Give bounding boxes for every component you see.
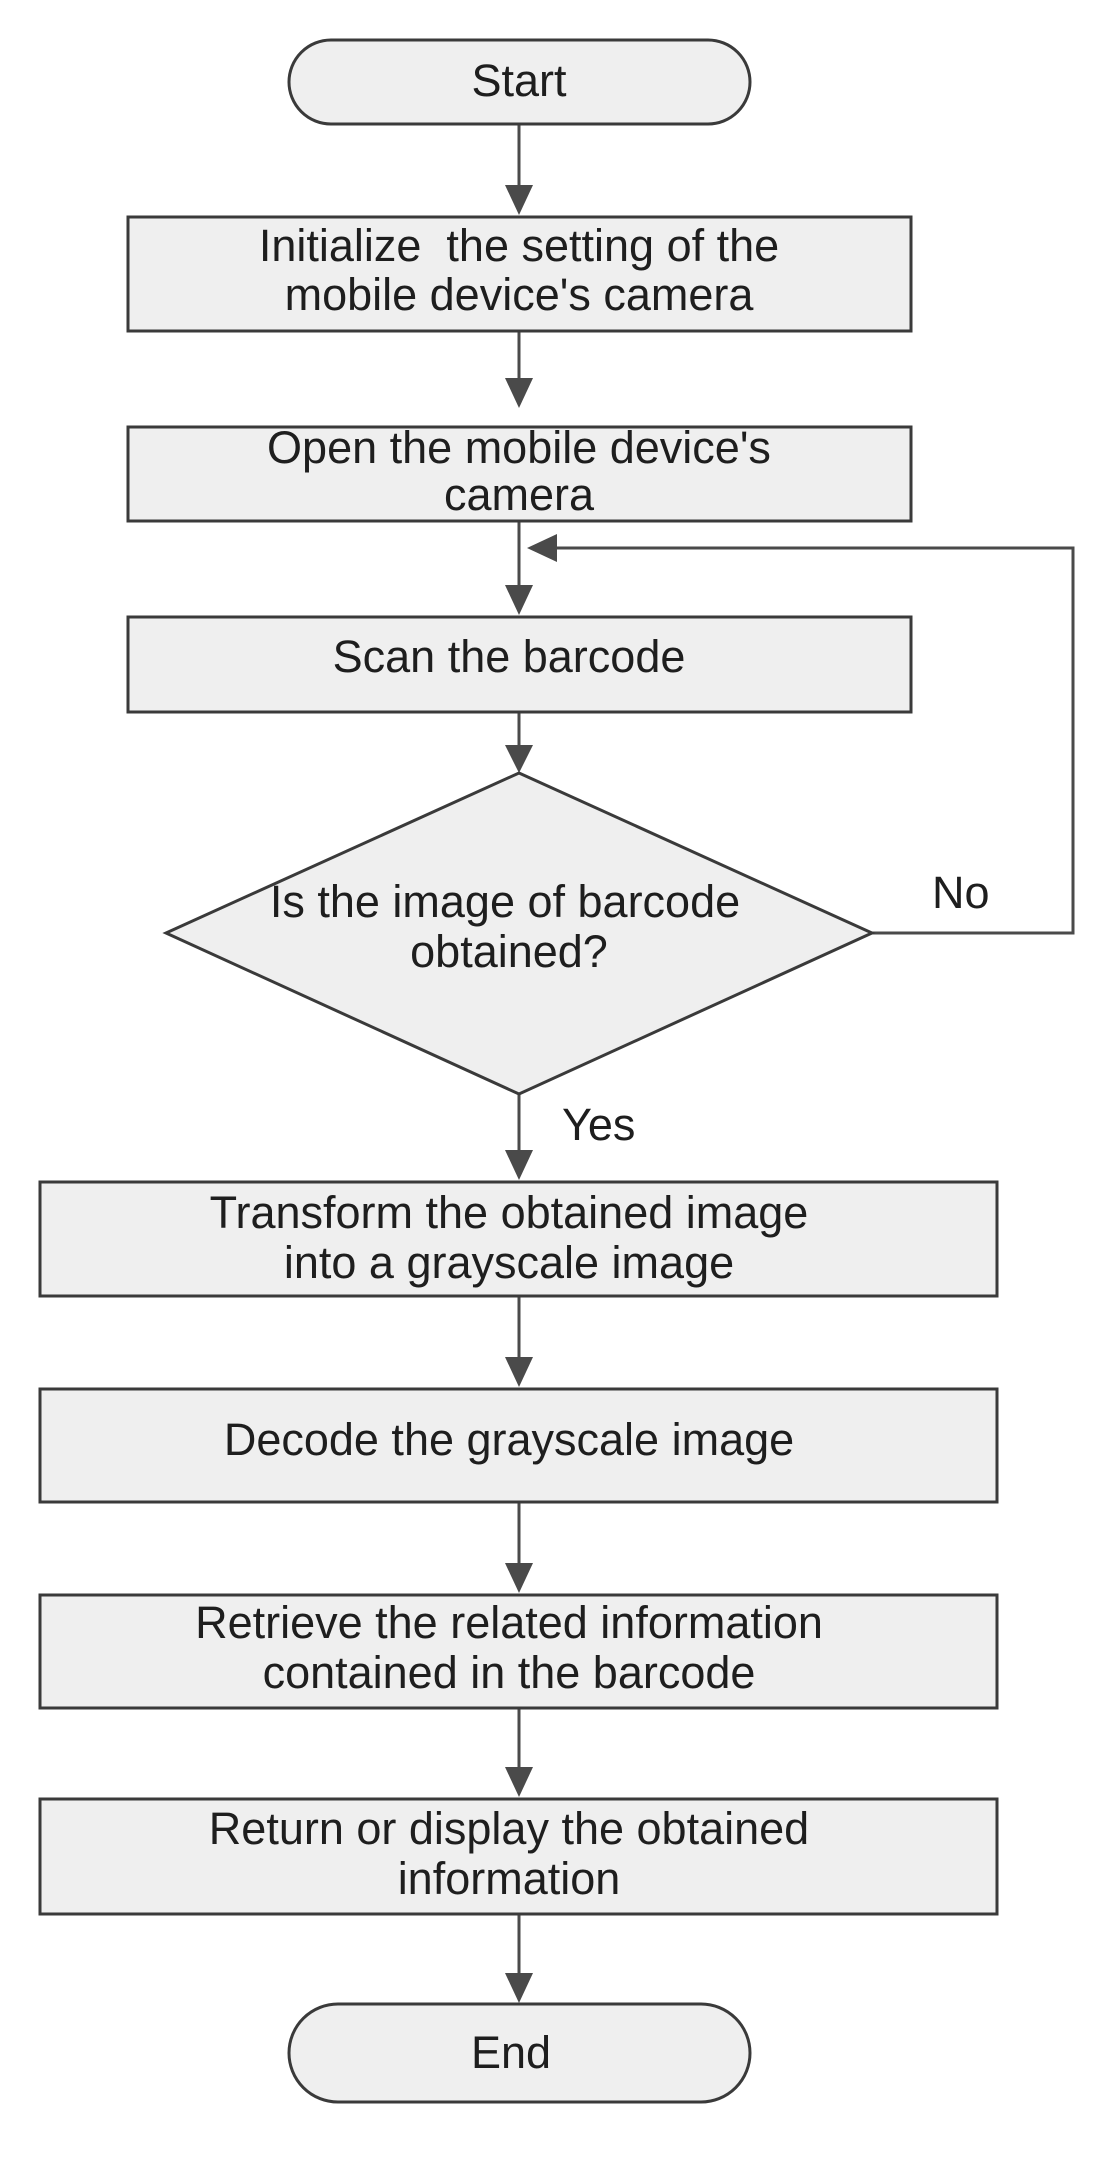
step-scan-barcode: Scan the barcode — [126, 615, 913, 714]
step-retrieve-information: Retrieve the related information contain… — [38, 1593, 999, 1710]
arrowhead-start-to-init — [505, 185, 533, 215]
arrow-no-loop — [557, 546, 1075, 935]
start-terminator: Start — [287, 38, 752, 126]
step-open-line1: Open the mobile device's — [267, 422, 771, 473]
step-return-line1: Return or display the obtained — [209, 1803, 809, 1854]
arrowhead-no-loop — [527, 534, 557, 562]
yes-branch-label: Yes — [562, 1099, 635, 1150]
step-transform-line1: Transform the obtained image — [210, 1187, 809, 1238]
arrowhead-retrieve-to-return — [505, 1767, 533, 1797]
step-initialize-line2: mobile device's camera — [285, 269, 755, 320]
step-decode-image: Decode the grayscale image — [38, 1387, 999, 1504]
step-scan-label: Scan the barcode — [333, 631, 686, 682]
arrowhead-decode-to-retrieve — [505, 1563, 533, 1593]
end-terminator: End — [287, 2002, 752, 2104]
step-transform-grayscale: Transform the obtained image into a gray… — [38, 1180, 999, 1298]
step-retrieve-line2: contained in the barcode — [263, 1647, 756, 1698]
step-open-line2: camera — [444, 469, 595, 520]
end-label: End — [471, 2027, 551, 2078]
step-initialize-camera: Initialize the setting of the mobile dev… — [126, 215, 913, 333]
start-label: Start — [471, 55, 567, 106]
decision-line1: Is the image of barcode — [270, 876, 740, 927]
step-initialize-line1: Initialize the setting of the — [259, 220, 779, 271]
no-branch-label: No — [932, 867, 990, 918]
decision-image-obtained: Is the image of barcode obtained? — [162, 771, 876, 1096]
arrowhead-open-to-scan — [505, 585, 533, 615]
step-return-line2: information — [398, 1853, 621, 1904]
arrowhead-scan-to-decision — [505, 745, 533, 773]
step-retrieve-line1: Retrieve the related information — [195, 1597, 823, 1648]
step-transform-line2: into a grayscale image — [284, 1237, 734, 1288]
step-return-information: Return or display the obtained informati… — [38, 1797, 999, 1916]
connectors — [505, 124, 1075, 2003]
step-open-camera: Open the mobile device's camera — [126, 422, 913, 523]
arrowhead-return-to-end — [505, 1973, 533, 2003]
arrowhead-decision-to-transform — [505, 1150, 533, 1180]
decision-line2: obtained? — [410, 926, 608, 977]
arrowhead-init-to-open — [505, 378, 533, 408]
step-decode-label: Decode the grayscale image — [224, 1414, 794, 1465]
arrowhead-transform-to-decode — [505, 1357, 533, 1387]
